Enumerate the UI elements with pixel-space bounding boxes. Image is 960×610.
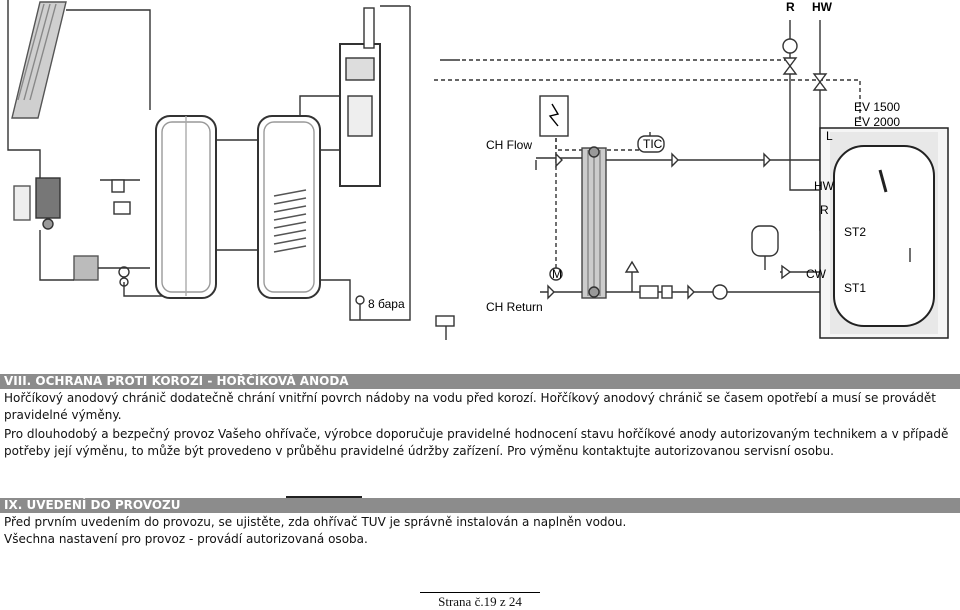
storage-tank-2	[257, 115, 321, 299]
storage-tank-1	[155, 115, 217, 299]
label-hw-top: HW	[812, 0, 833, 14]
label-st1: ST1	[844, 281, 866, 295]
ev-storage-tank	[819, 127, 949, 339]
label-ev2000: EV 2000	[854, 115, 900, 129]
page-number: Strana č.19 z 24	[438, 594, 522, 609]
label-ev1500: EV 1500	[854, 100, 900, 114]
label-tic: TIC	[643, 137, 663, 151]
label-st2: ST2	[844, 225, 866, 239]
label-pressure: 8 бара	[368, 297, 405, 311]
label-ch-flow: CH Flow	[486, 138, 532, 152]
label-r-top: R	[786, 0, 795, 14]
heating-system-diagram: R HW EV 1500 EV 2000 CH Flow TIC L HW R …	[7, 0, 949, 340]
label-hw-side: HW	[814, 179, 835, 193]
section-9-line-1: Před prvním uvedením do provozu, se ujis…	[4, 515, 627, 529]
heading-underline	[286, 496, 362, 498]
footer-rule	[420, 592, 540, 593]
label-r-side: R	[820, 203, 829, 217]
label-ch-return: CH Return	[486, 300, 543, 314]
wall-boiler	[339, 7, 381, 187]
section-8-heading: VIII. OCHRANA PROTI KOROZI - HOŘČÍKOVÁ A…	[0, 374, 960, 389]
solar-collector	[11, 1, 67, 119]
label-cw: CW	[806, 267, 827, 281]
solar-pump-station	[13, 177, 61, 230]
label-l: L	[826, 129, 833, 143]
label-motor: M	[552, 267, 562, 281]
section-9-line-2: Všechna nastavení pro provoz - provádí a…	[4, 532, 368, 546]
plate-heat-exchanger	[581, 146, 607, 299]
section-8-paragraph-1: Hořčíkový anodový chránič dodatečně chrá…	[4, 391, 936, 422]
section-8-paragraph-2: Pro dlouhodobý a bezpečný provoz Vašeho …	[4, 427, 949, 458]
section-9-heading: IX. UVEDENÍ DO PROVOZU	[0, 498, 960, 513]
